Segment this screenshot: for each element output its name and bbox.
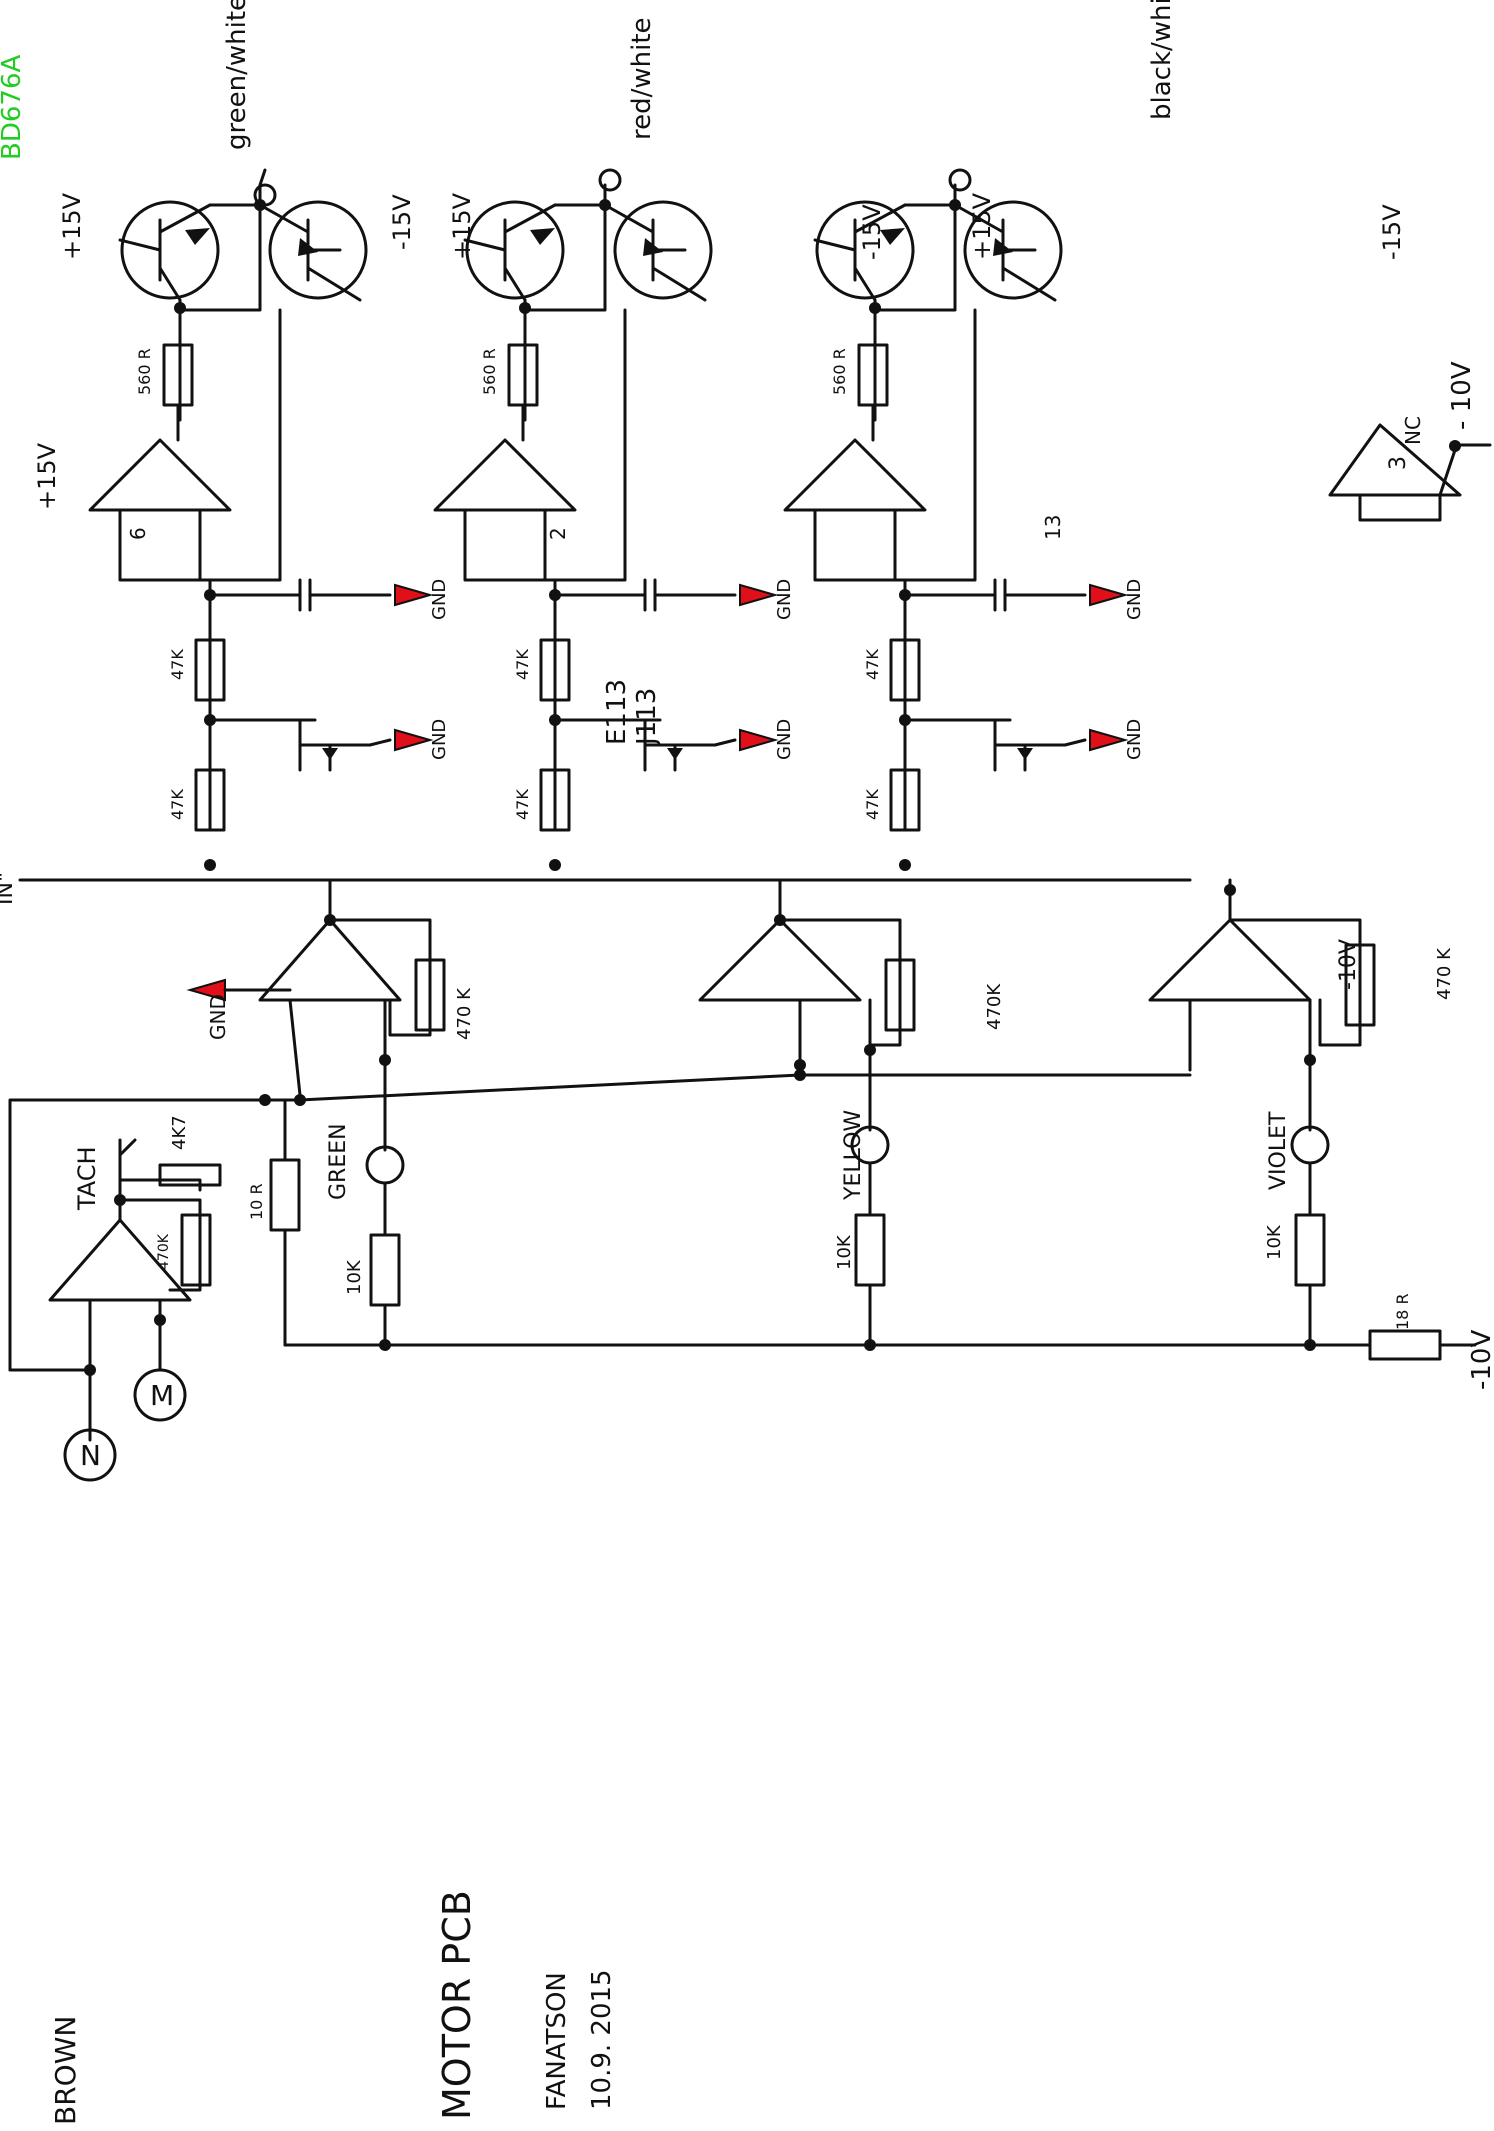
channel-red-white	[433, 168, 779, 871]
channel-green-white	[88, 168, 434, 871]
res-label-47k-input-ch2: 47K	[513, 789, 532, 820]
jfet-label-j113: J113	[632, 688, 662, 747]
comparator-3	[1148, 878, 1376, 1072]
opamp-pins-ch3: 13	[1041, 515, 1065, 540]
opamp-3-spare	[1328, 423, 1492, 522]
title: MOTOR PCB	[435, 1890, 479, 2120]
res-label-560r-ch2: 560 R	[480, 348, 499, 395]
tach-opamp	[48, 1138, 222, 1372]
channel-black-white	[783, 168, 1129, 871]
brown-label: BROWN	[49, 2016, 82, 2125]
gnd-label-cap-ch1: GND	[429, 579, 450, 620]
opamp3-num: 3	[1386, 456, 1411, 470]
comparator-1	[186, 878, 446, 1097]
supply-pos-ch1: +15V	[58, 192, 86, 260]
comparator1-gnd: GND	[206, 994, 230, 1040]
node-n-label: N	[80, 1439, 101, 1472]
supply-pos-ch2: +15V	[448, 192, 476, 260]
supply-neg-ch1: -15V	[388, 194, 416, 250]
res-label-47k-filter-ch1: 47K	[168, 649, 187, 680]
resistor-47k-input	[194, 768, 226, 832]
supply-neg-ch2: -15V	[858, 204, 886, 260]
wire-label-green-white: green/white	[222, 0, 252, 150]
supply-pos-ch3: +15V	[968, 192, 996, 260]
author: FANATSON	[542, 1972, 572, 2110]
resistor-560r	[162, 343, 194, 407]
wire-yellow	[850, 1068, 890, 1351]
comparator2-res: 470K	[984, 983, 1005, 1030]
res-label-10r: 10 R	[247, 1183, 266, 1220]
comparator-2	[698, 878, 916, 1072]
opamp3-nc: NC	[1401, 416, 1425, 445]
gnd-label-cap-ch3: GND	[1124, 579, 1145, 620]
supply-neg-ch3: -15V	[1378, 204, 1406, 260]
res-label-47k-filter-ch2: 47K	[513, 649, 532, 680]
opamp-pins-ch1: 6	[126, 527, 150, 540]
motor-label: M	[150, 1379, 174, 1412]
opamp-supply-pos: +15V	[33, 442, 61, 510]
comparator3-res: 470 K	[1434, 947, 1455, 1000]
gnd-label-jfet-ch1: GND	[429, 719, 450, 760]
wire-label-black-white: black/white	[1147, 0, 1177, 120]
gnd-label-jfet-ch3: GND	[1124, 719, 1145, 760]
res-label-560r-ch3: 560 R	[830, 348, 849, 395]
node-n-symbol	[63, 1428, 117, 1482]
wire-label-green: GREEN	[326, 1123, 351, 1200]
opamp3-minus10v: - 10V	[1447, 361, 1477, 430]
res-label-10k-violet: 10K	[1264, 1224, 1285, 1260]
comparator3-v: -10V	[1336, 939, 1361, 990]
wire-label-violet: VIOLET	[1266, 1111, 1291, 1190]
res-label-18r: 18 R	[1393, 1293, 1412, 1330]
wire-label-yellow: YELLOW	[841, 1110, 866, 1201]
resistor-10r	[269, 1158, 301, 1232]
tach-label: TACH	[73, 1146, 101, 1211]
wire-label-red-white: red/white	[627, 17, 657, 140]
res-label-10k-green: 10K	[344, 1259, 365, 1295]
opamp-symbol	[88, 438, 232, 512]
res-label-560r-ch1: 560 R	[135, 348, 154, 395]
motor-symbol	[133, 1368, 187, 1422]
minus-10v-bottom: -10V	[1467, 1330, 1494, 1390]
tach-res: 4K7	[169, 1115, 190, 1150]
res-label-47k-input-ch3: 47K	[863, 789, 882, 820]
npn-transistor-symbol	[120, 200, 220, 300]
pnp-transistor-symbol	[268, 200, 368, 300]
wire-violet	[1290, 1058, 1330, 1351]
jfet-label-e113: E113	[602, 679, 632, 745]
gnd-label-cap-ch2: GND	[774, 579, 795, 620]
date: 10.9. 2015	[587, 1969, 617, 2110]
wire-green	[365, 1058, 405, 1351]
input-label: IN"	[0, 872, 18, 905]
resistor-47k-filter	[194, 638, 226, 702]
resistor-18r	[1368, 1329, 1442, 1361]
tach-feedback-res: 470K	[156, 1233, 172, 1270]
gnd-label-jfet-ch2: GND	[774, 719, 795, 760]
res-label-10k-yellow: 10K	[834, 1234, 855, 1270]
opamp-pins-ch2: 2	[546, 527, 570, 540]
res-label-47k-input-ch1: 47K	[168, 789, 187, 820]
res-label-47k-filter-ch3: 47K	[863, 649, 882, 680]
part-annotation: BD676A	[0, 55, 27, 160]
comparator1-res: 470 K	[454, 987, 475, 1040]
